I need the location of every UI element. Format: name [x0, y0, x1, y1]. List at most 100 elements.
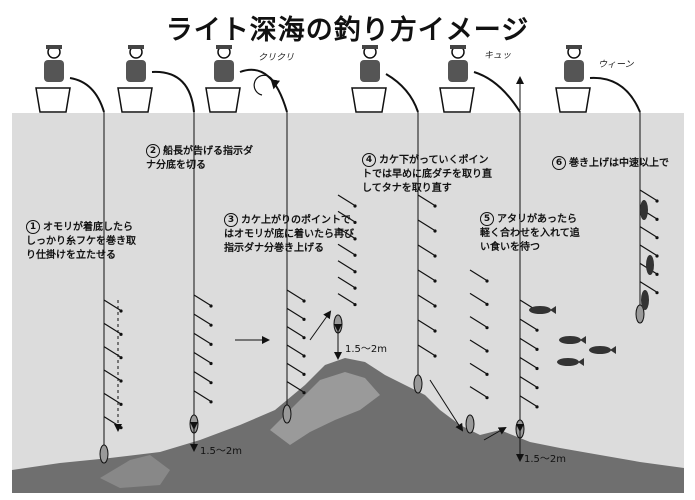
- rig-3-branch-1: [286, 289, 304, 301]
- rig-1-hook-3: [119, 356, 123, 360]
- angler-body-3: [214, 60, 234, 82]
- rig-4-sinker: [413, 374, 423, 394]
- step-1-number: 1: [26, 220, 40, 234]
- rig-3b-hook-3: [353, 237, 357, 241]
- rig-5-hook-4: [535, 366, 539, 371]
- rig-4-branch-2: [417, 219, 435, 231]
- fish-2: [559, 336, 581, 344]
- rig-4-hook-3: [433, 254, 437, 258]
- step-3-label: カケ上がりのポイントではオモリが底に着いたら再び指示ダナ分巻き上げる: [224, 215, 354, 254]
- rig-4-hook-1: [433, 204, 437, 208]
- rig-1-sinker: [99, 444, 109, 464]
- distance-label-2: 1.5～2m: [200, 446, 243, 457]
- rig-3-branch-4: [286, 344, 304, 356]
- angler-body-6: [564, 60, 584, 82]
- rig-4b-branch-4: [469, 339, 487, 351]
- fish-tail-1: [550, 306, 556, 314]
- angler-cap-3: [216, 45, 232, 49]
- caught-fish-3: [641, 290, 649, 310]
- rig-4-hook-2: [433, 229, 437, 233]
- reel-swirl: [253, 74, 280, 96]
- rig-5-hook-3: [535, 347, 539, 351]
- step-2-label: 船長が告げる指示ダナ分底を切る: [146, 146, 253, 171]
- fish-tail-3: [610, 346, 616, 354]
- rig-2-branch-5: [193, 371, 211, 383]
- rod-4: [385, 73, 419, 113]
- step-6-label: 巻き上げは中速以上で: [569, 158, 669, 169]
- rig-4b-branch-1: [469, 269, 487, 281]
- rig-6-branch-6: [639, 281, 657, 293]
- rig-3b-branch-3: [337, 227, 355, 239]
- rig-4-hook-4: [433, 279, 437, 283]
- boat-2: [117, 87, 153, 113]
- motion-arrow-4: [429, 379, 464, 432]
- rig-4-branch-1: [417, 194, 435, 206]
- angler-body-1: [44, 60, 64, 82]
- rig-2-hook-3: [209, 342, 213, 346]
- rig-4b-hook-4: [485, 349, 489, 353]
- rig-3b-hook-6: [353, 286, 357, 290]
- boat-4: [351, 87, 387, 113]
- angler-cap-6: [566, 45, 582, 49]
- rock-foreground: [100, 455, 170, 488]
- rig-3-branch-3: [286, 326, 304, 338]
- rig-6-hook-1: [655, 199, 659, 203]
- rig-5-hook-6: [535, 405, 539, 409]
- angler-body-4: [360, 60, 380, 82]
- rig-2-branch-2: [193, 313, 211, 325]
- rig-6-hook-2: [655, 217, 659, 221]
- boat-3: [205, 87, 241, 113]
- rig-3-hook-3: [302, 336, 306, 340]
- rig-4b-hook-2: [485, 302, 489, 306]
- rig-2-branch-3: [193, 332, 211, 344]
- step-4-label: カケ下がっていくポイントでは早めに底ダチを取り直してタナを取り直す: [362, 155, 492, 194]
- boat-5: [439, 87, 475, 113]
- rig-3-branch-5: [286, 362, 304, 374]
- rig-4-branch-3: [417, 244, 435, 256]
- rig-4-branch-4: [417, 269, 435, 281]
- boat-6: [555, 87, 591, 113]
- rig-2-branch-6: [193, 390, 211, 402]
- caught-fish-2: [646, 255, 654, 275]
- rig-4b-hook-3: [485, 326, 489, 330]
- fish-4: [557, 358, 579, 366]
- rig-3b-branch-5: [337, 260, 355, 272]
- rig-1-branch-4: [103, 369, 121, 381]
- rig-1-hook-4: [119, 379, 123, 383]
- boat-1: [35, 87, 71, 113]
- sfx-strike: キュッ: [484, 51, 512, 61]
- rig-1-branch-1: [103, 299, 121, 311]
- rig-3b-hook-5: [353, 270, 357, 274]
- angler-body-2: [126, 60, 146, 82]
- fish-tail-2: [580, 336, 586, 344]
- angler-cap-5: [450, 45, 466, 49]
- step-5-number: 5: [480, 212, 494, 226]
- sfx-winding: ウィーン: [598, 60, 634, 70]
- rod-3: [239, 68, 288, 113]
- step-3-number: 3: [224, 213, 238, 227]
- rig-3-hook-5: [302, 372, 306, 376]
- rig-5-branch-3: [519, 337, 537, 349]
- rig-3-hook-1: [302, 299, 306, 303]
- rig-6-hook-6: [655, 291, 659, 295]
- rod-2: [151, 70, 195, 113]
- angler-cap-2: [128, 45, 144, 49]
- rig-3-sinker: [282, 404, 292, 424]
- motion-arrow-3: [309, 310, 332, 341]
- fish-1: [529, 306, 551, 314]
- rig-5-branch-6: [519, 395, 537, 407]
- rig-4-branch-5: [417, 294, 435, 306]
- rig-5-hook-5: [535, 386, 539, 390]
- rig-3b-hook-1: [353, 204, 357, 208]
- rod-5: [473, 71, 521, 113]
- rig-3b-branch-2: [337, 210, 355, 222]
- page-title: ライト深海の釣り方イメージ: [165, 15, 530, 46]
- rig-6-branch-1: [639, 189, 657, 201]
- rig-3-branch-6: [286, 381, 304, 393]
- rig-1-branch-2: [103, 322, 121, 334]
